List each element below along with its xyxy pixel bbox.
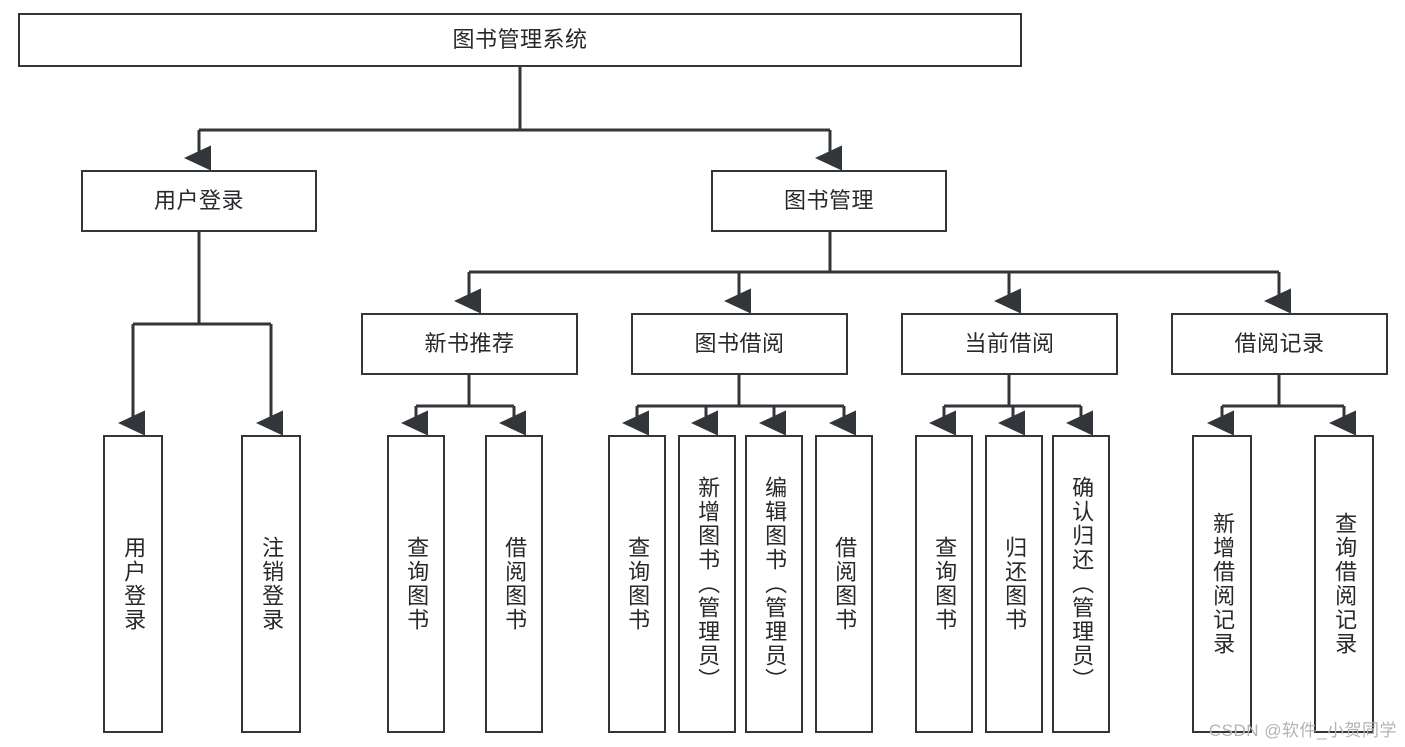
node-leaf-edit-book-label: 编辑图书（管理员） <box>762 476 788 692</box>
node-leaf-query-book-3[interactable]: 查询图书 <box>915 435 973 733</box>
node-leaf-return-book[interactable]: 归还图书 <box>985 435 1043 733</box>
node-borrow-record-label: 借阅记录 <box>1234 331 1325 357</box>
node-leaf-query-borrow-record-label: 查询借阅记录 <box>1332 512 1358 656</box>
node-root[interactable]: 图书管理系统 <box>18 13 1022 67</box>
node-book-borrow-label: 图书借阅 <box>694 331 785 357</box>
node-book-management-label: 图书管理 <box>783 188 874 214</box>
node-leaf-query-book-2-label: 查询图书 <box>625 536 651 632</box>
node-leaf-add-borrow-record[interactable]: 新增借阅记录 <box>1192 435 1252 733</box>
node-book-management[interactable]: 图书管理 <box>711 170 947 232</box>
node-leaf-confirm-return[interactable]: 确认归还（管理员） <box>1052 435 1110 733</box>
node-leaf-user-login-label: 用户登录 <box>121 536 147 632</box>
node-leaf-query-book-1-label: 查询图书 <box>404 536 430 632</box>
node-user-login-label: 用户登录 <box>153 188 244 214</box>
node-root-label: 图书管理系统 <box>452 27 588 53</box>
node-leaf-return-book-label: 归还图书 <box>1002 536 1028 632</box>
node-leaf-borrow-book-1-label: 借阅图书 <box>502 536 528 632</box>
node-new-book-recommend[interactable]: 新书推荐 <box>361 313 578 375</box>
node-leaf-user-login[interactable]: 用户登录 <box>103 435 163 733</box>
node-leaf-confirm-return-label: 确认归还（管理员） <box>1069 476 1095 692</box>
node-leaf-query-borrow-record[interactable]: 查询借阅记录 <box>1314 435 1374 733</box>
node-book-borrow[interactable]: 图书借阅 <box>631 313 848 375</box>
node-leaf-query-book-2[interactable]: 查询图书 <box>608 435 666 733</box>
node-leaf-query-book-1[interactable]: 查询图书 <box>387 435 445 733</box>
node-user-login[interactable]: 用户登录 <box>81 170 317 232</box>
node-leaf-add-borrow-record-label: 新增借阅记录 <box>1210 512 1236 656</box>
node-leaf-add-book-label: 新增图书（管理员） <box>695 476 721 692</box>
node-new-book-recommend-label: 新书推荐 <box>424 331 515 357</box>
node-leaf-borrow-book-1[interactable]: 借阅图书 <box>485 435 543 733</box>
node-current-borrow-label: 当前借阅 <box>964 331 1055 357</box>
node-leaf-logout-login-label: 注销登录 <box>259 536 285 632</box>
node-leaf-borrow-book-2[interactable]: 借阅图书 <box>815 435 873 733</box>
node-current-borrow[interactable]: 当前借阅 <box>901 313 1118 375</box>
node-leaf-add-book[interactable]: 新增图书（管理员） <box>678 435 736 733</box>
node-leaf-borrow-book-2-label: 借阅图书 <box>832 536 858 632</box>
node-leaf-query-book-3-label: 查询图书 <box>932 536 958 632</box>
node-leaf-edit-book[interactable]: 编辑图书（管理员） <box>745 435 803 733</box>
node-leaf-logout-login[interactable]: 注销登录 <box>241 435 301 733</box>
node-borrow-record[interactable]: 借阅记录 <box>1171 313 1388 375</box>
